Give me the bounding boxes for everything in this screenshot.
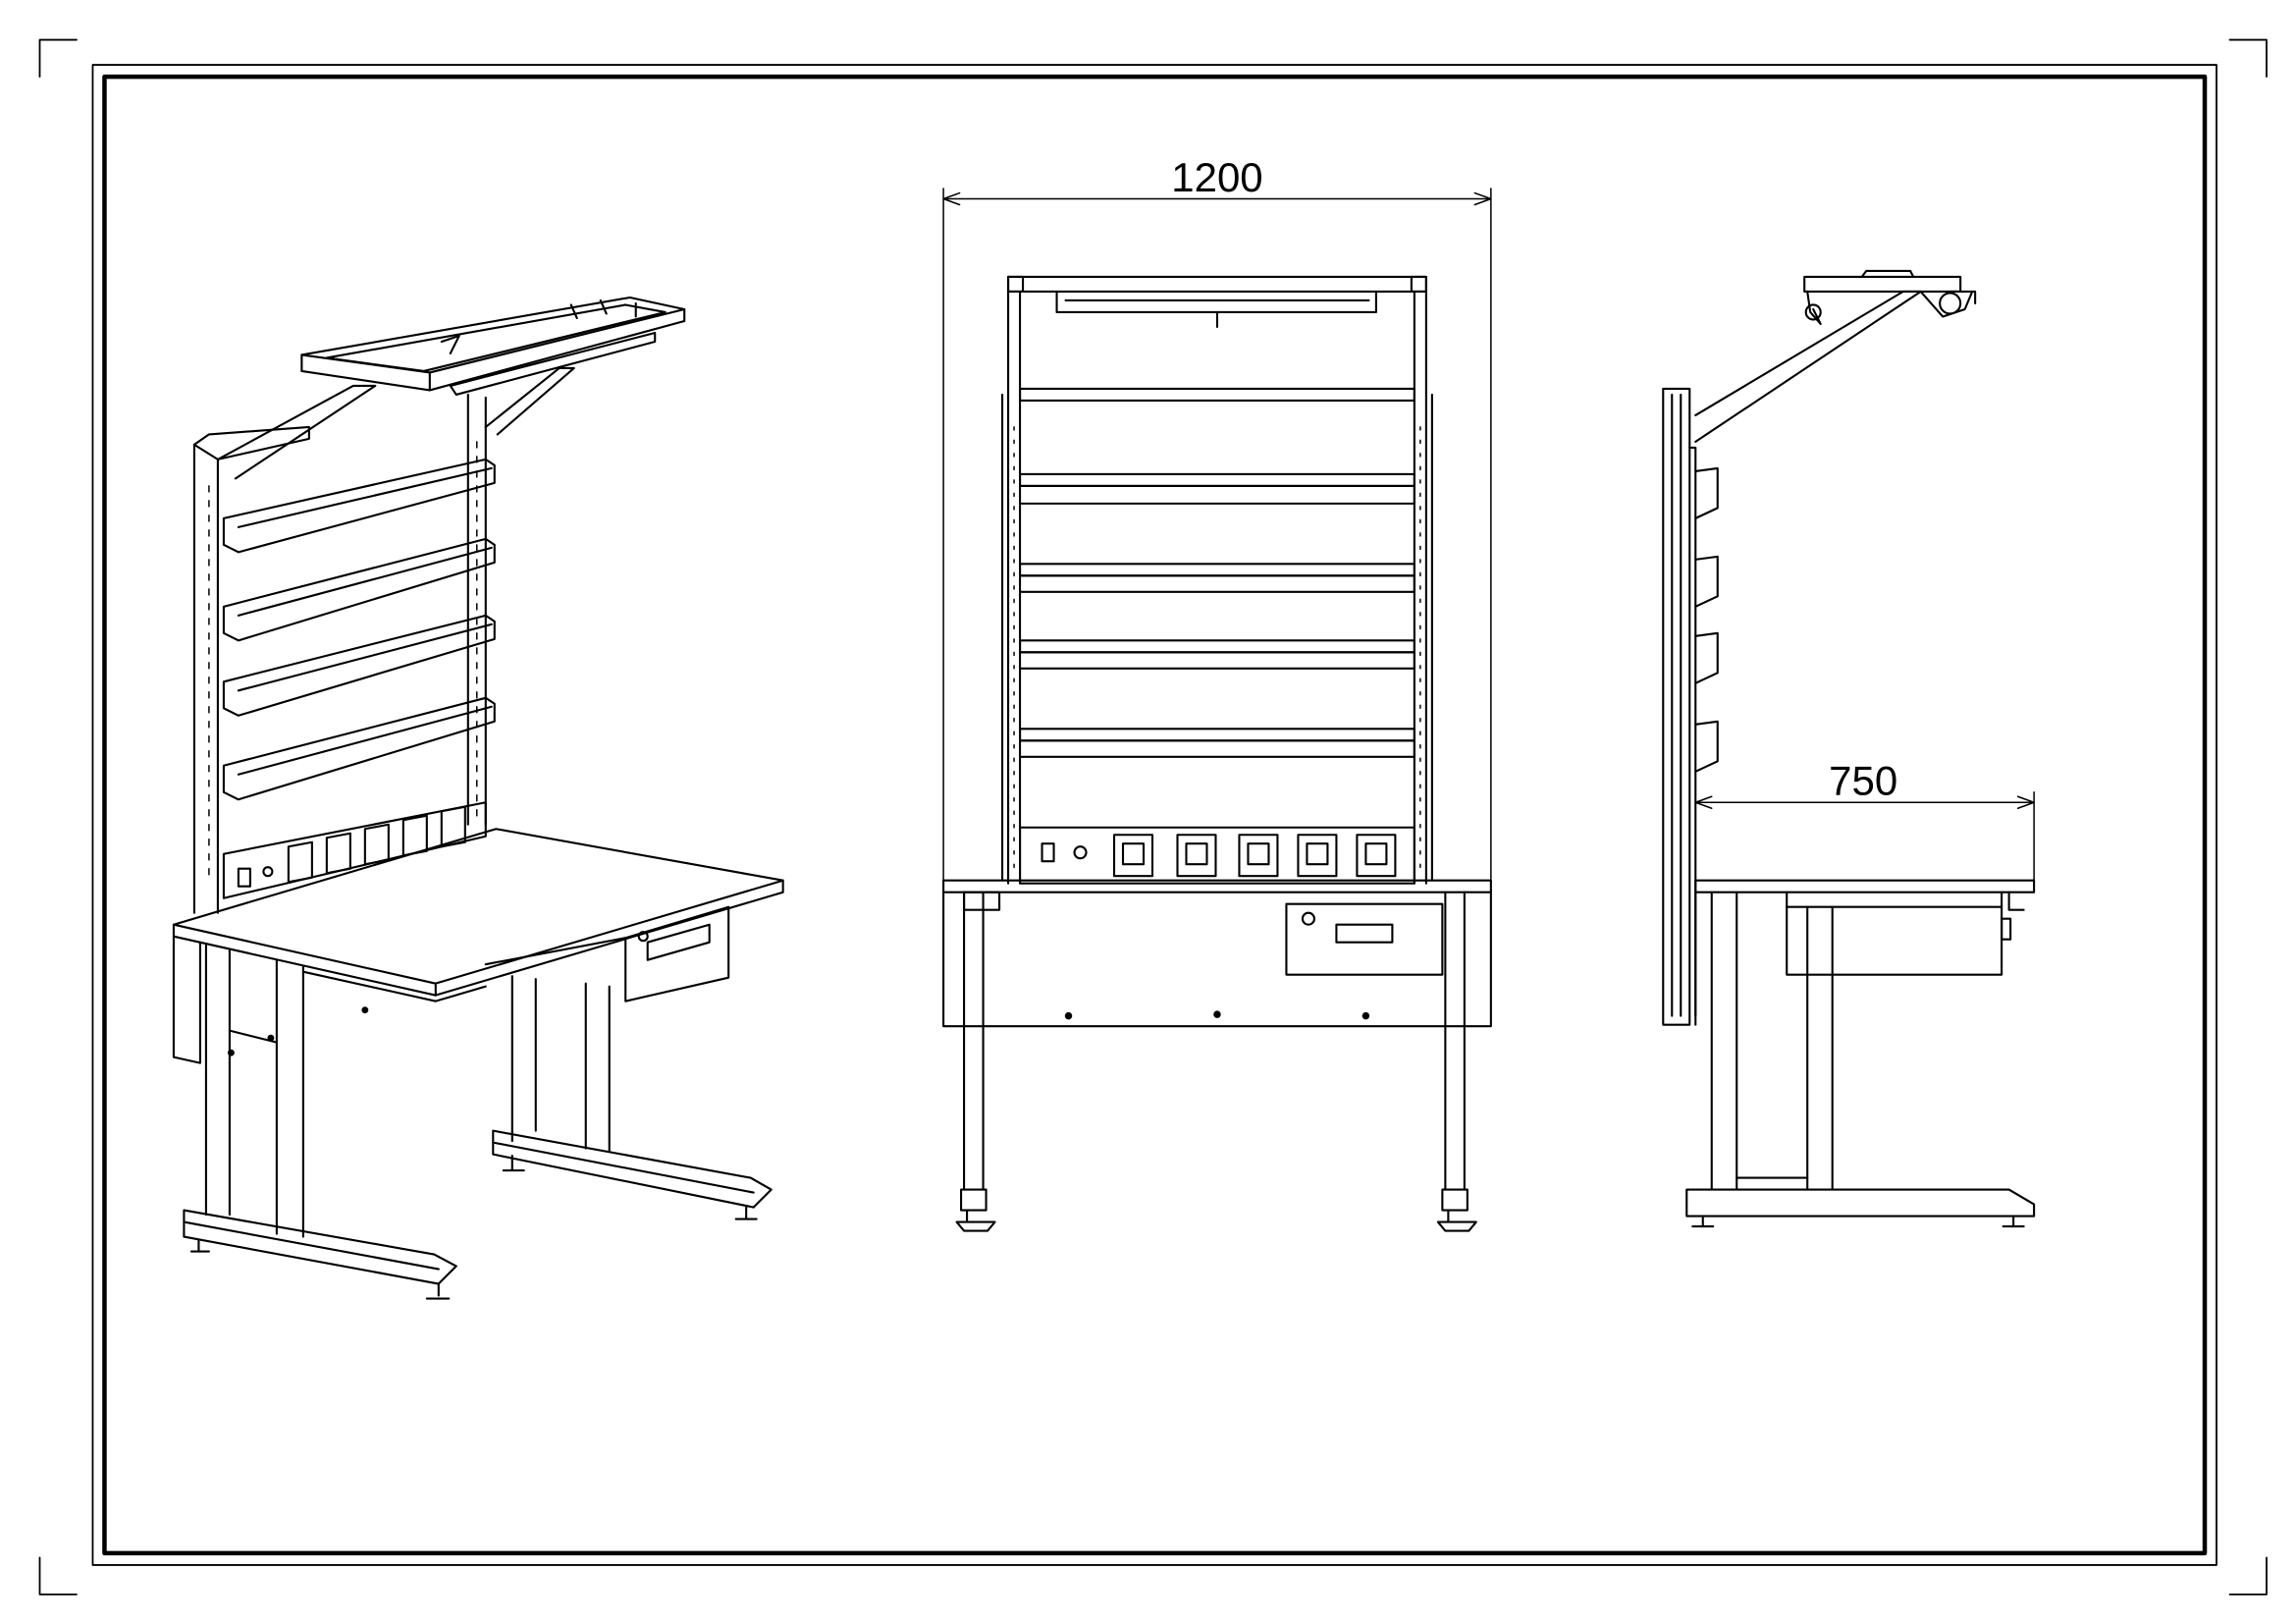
- iso-lamp-arms: [216, 366, 575, 480]
- iso-apron: [301, 970, 487, 1002]
- isometric-view: [172, 296, 784, 1300]
- front-lamp-frame: [1007, 275, 1427, 329]
- side-shelf-brackets: [1694, 466, 1719, 773]
- side-depth-label: 750: [1829, 758, 1897, 804]
- front-view: 1200: [942, 154, 1492, 1232]
- crop-marks: [38, 38, 2268, 1596]
- iso-front-left-leg: [183, 944, 457, 1300]
- front-legs: [955, 891, 1477, 1232]
- front-shelf-rails: [1019, 387, 1415, 758]
- iso-drawer: [484, 905, 730, 1002]
- iso-worktop: [172, 828, 784, 997]
- front-width-dimension: 1200: [942, 154, 1492, 885]
- iso-socket-panel: [222, 801, 487, 899]
- front-worktop: [942, 879, 1492, 1028]
- iso-back-right-leg: [492, 975, 773, 1220]
- side-upright: [1662, 387, 1697, 1026]
- side-legs: [1685, 891, 2036, 1228]
- iso-lamp-frame: [300, 296, 686, 396]
- sheet-border: [91, 64, 2217, 1566]
- side-depth-dimension: 750: [1694, 758, 2035, 885]
- side-worktop: [1694, 879, 2036, 1026]
- front-drawer: [1285, 902, 1444, 976]
- side-drawer: [1786, 891, 2025, 976]
- iso-side-panel: [172, 935, 201, 1064]
- side-lamp-arm: [1694, 269, 1977, 443]
- front-socket-panel: [1019, 826, 1415, 885]
- front-uprights: [1001, 290, 1433, 885]
- iso-shelf-rails: [222, 458, 496, 801]
- side-view: 750: [1662, 269, 2036, 1228]
- iso-left-upright: [192, 425, 310, 914]
- front-width-label: 1200: [1171, 154, 1262, 200]
